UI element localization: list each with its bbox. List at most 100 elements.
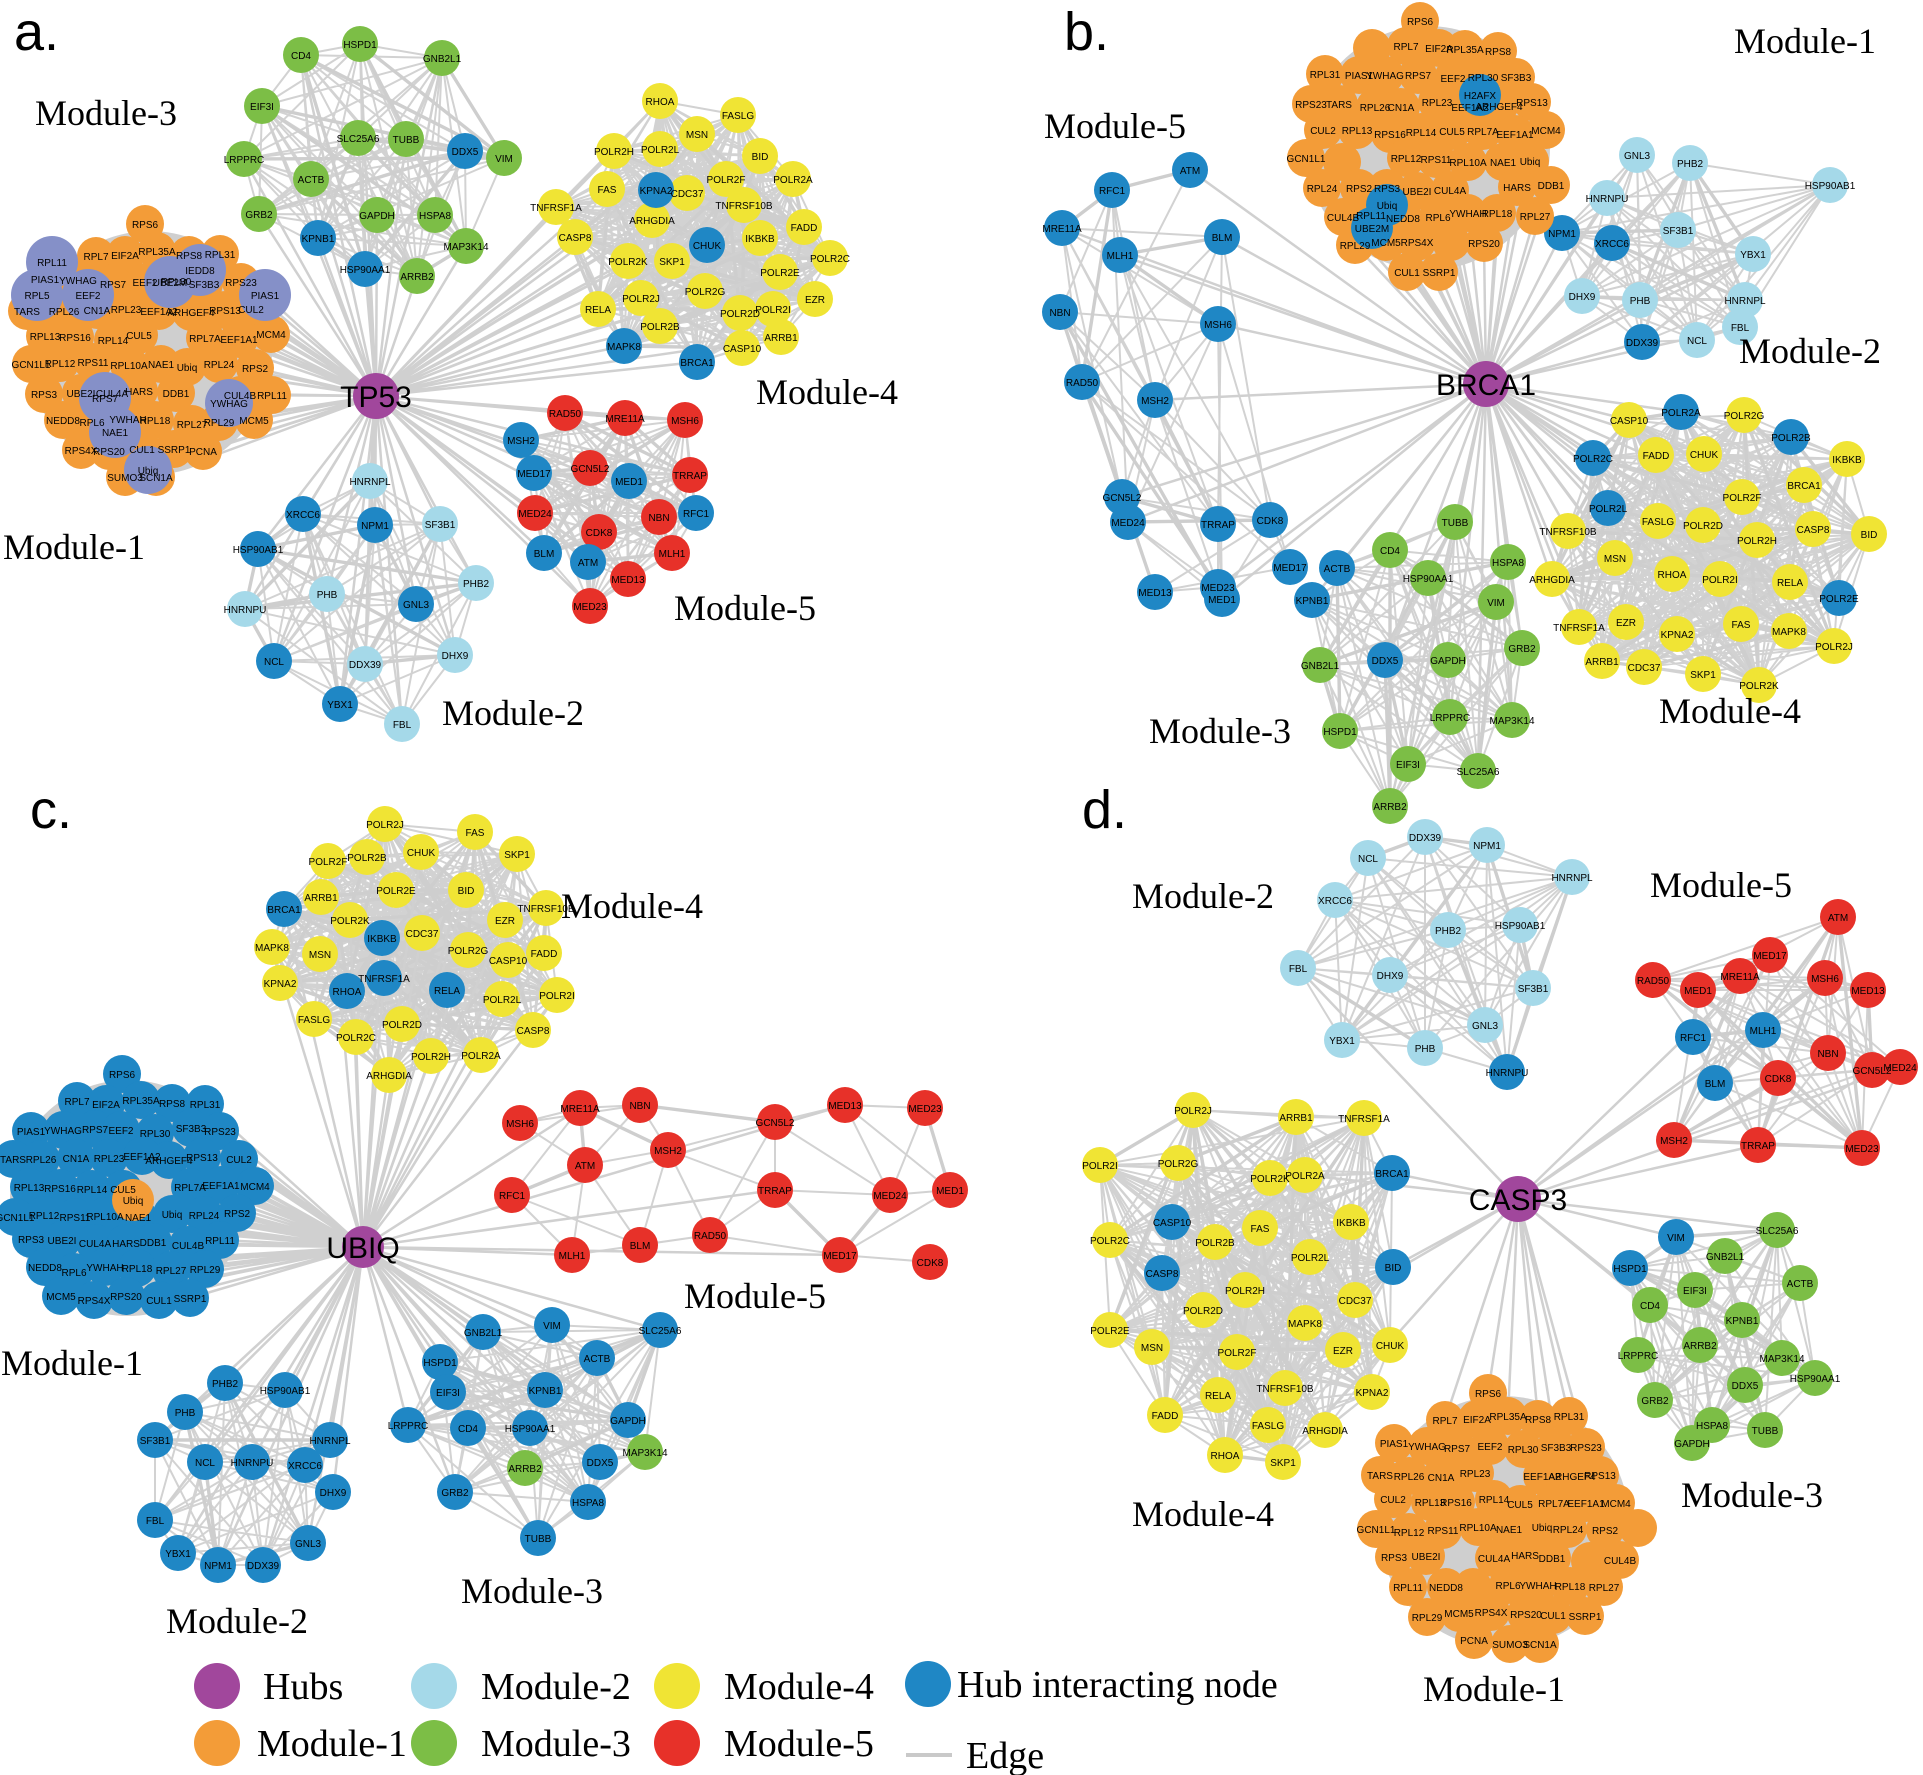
svg-text:MED17: MED17	[517, 469, 551, 480]
svg-text:NBN: NBN	[1049, 308, 1070, 319]
svg-text:HSPD1: HSPD1	[423, 1358, 457, 1369]
svg-text:UBIQ: UBIQ	[326, 1232, 399, 1265]
svg-text:BRCA1: BRCA1	[1787, 481, 1821, 492]
svg-text:HNRNPL: HNRNPL	[1724, 296, 1766, 307]
svg-text:NCL: NCL	[195, 1458, 215, 1469]
svg-text:RHOA: RHOA	[1658, 570, 1687, 581]
svg-text:FASLG: FASLG	[1642, 517, 1674, 528]
svg-text:RPS3: RPS3	[1381, 1553, 1408, 1564]
svg-text:RPS4X: RPS4X	[1475, 1608, 1508, 1619]
svg-text:RPL30: RPL30	[140, 1129, 171, 1140]
svg-text:Module-1: Module-1	[1, 1343, 143, 1383]
svg-text:POLR2G: POLR2G	[1158, 1159, 1199, 1170]
svg-text:ATM: ATM	[1180, 166, 1200, 177]
svg-text:RPL7: RPL7	[83, 252, 108, 263]
svg-text:DHX9: DHX9	[320, 1488, 347, 1499]
svg-text:MED13: MED13	[828, 1101, 862, 1112]
svg-text:POLR2B: POLR2B	[640, 322, 680, 333]
svg-text:Module-3: Module-3	[1149, 711, 1291, 751]
svg-text:MSH6: MSH6	[671, 416, 699, 427]
svg-text:HSP90AA1: HSP90AA1	[505, 1424, 556, 1435]
svg-text:TARS: TARS	[1326, 100, 1352, 111]
svg-text:RPL11: RPL11	[1393, 1583, 1423, 1594]
svg-text:TRRAP: TRRAP	[1741, 1141, 1775, 1152]
svg-text:EIF2A: EIF2A	[1463, 1415, 1491, 1426]
svg-text:ARHGEF4: ARHGEF4	[1548, 1472, 1596, 1483]
svg-text:Ubiq: Ubiq	[138, 466, 159, 477]
svg-text:RPL24: RPL24	[189, 1211, 220, 1222]
svg-text:HARS: HARS	[1511, 1551, 1539, 1562]
svg-text:RPS4X: RPS4X	[1401, 238, 1434, 249]
svg-text:RPL24: RPL24	[1307, 184, 1338, 195]
svg-text:HSPA8: HSPA8	[1492, 558, 1524, 569]
svg-text:RPL6: RPL6	[61, 1268, 86, 1279]
svg-text:YWHAG: YWHAG	[59, 276, 97, 287]
svg-text:MAP3K14: MAP3K14	[443, 242, 488, 253]
svg-text:YWHAG: YWHAG	[44, 1126, 82, 1137]
svg-text:BRCA1: BRCA1	[680, 358, 714, 369]
svg-text:TUBB: TUBB	[1752, 1426, 1779, 1437]
svg-text:ATM: ATM	[575, 1161, 595, 1172]
svg-text:GCN1L1: GCN1L1	[0, 1213, 35, 1224]
svg-text:YBX1: YBX1	[165, 1549, 191, 1560]
svg-text:CDC37: CDC37	[406, 929, 439, 940]
svg-text:Module-1: Module-1	[257, 1723, 407, 1765]
svg-text:RPL30: RPL30	[1508, 1445, 1539, 1456]
svg-text:TARS: TARS	[14, 307, 40, 318]
svg-text:FASLG: FASLG	[298, 1015, 330, 1026]
svg-text:RPS7: RPS7	[92, 394, 119, 405]
svg-text:CD4: CD4	[1380, 546, 1400, 557]
svg-text:RPS8: RPS8	[159, 1099, 186, 1110]
svg-text:POLR2K: POLR2K	[608, 257, 648, 268]
svg-text:MLH1: MLH1	[659, 549, 686, 560]
svg-text:CD4: CD4	[291, 51, 311, 62]
svg-text:RELA: RELA	[1777, 578, 1803, 589]
svg-text:SF3B3: SF3B3	[176, 1124, 207, 1135]
svg-text:RPL7A: RPL7A	[1538, 1499, 1570, 1510]
svg-text:Module-3: Module-3	[35, 93, 177, 133]
svg-text:MAPK8: MAPK8	[255, 943, 289, 954]
svg-text:CUL4B: CUL4B	[1604, 1556, 1637, 1567]
svg-text:DDB1: DDB1	[140, 1238, 167, 1249]
svg-text:YWHAH: YWHAH	[86, 1263, 123, 1274]
svg-text:DDX5: DDX5	[1732, 1381, 1759, 1392]
svg-text:DHX9: DHX9	[1377, 971, 1404, 982]
svg-text:ARRB1: ARRB1	[1279, 1113, 1313, 1124]
svg-text:CASP8: CASP8	[1797, 525, 1830, 536]
svg-text:RPS16: RPS16	[59, 333, 91, 344]
svg-text:TARS: TARS	[1367, 1471, 1393, 1482]
svg-text:POLR2B: POLR2B	[1195, 1238, 1235, 1249]
svg-text:POLR2L: POLR2L	[483, 995, 522, 1006]
svg-text:YBX1: YBX1	[1329, 1036, 1355, 1047]
svg-text:RPL23: RPL23	[1460, 1469, 1491, 1480]
svg-text:CUL4A: CUL4A	[1434, 186, 1467, 197]
svg-text:RPS13: RPS13	[1516, 98, 1548, 109]
svg-text:MAP3K14: MAP3K14	[622, 1448, 667, 1459]
svg-text:CUL4A: CUL4A	[96, 389, 129, 400]
svg-text:EIF3I: EIF3I	[436, 1388, 460, 1399]
svg-text:BID: BID	[1861, 530, 1878, 541]
svg-text:POLR2C: POLR2C	[1090, 1236, 1130, 1247]
svg-text:MED13: MED13	[611, 575, 645, 586]
svg-text:SSRP1: SSRP1	[174, 1294, 207, 1305]
svg-text:NEDD8: NEDD8	[1429, 1583, 1463, 1594]
svg-text:FBL: FBL	[146, 1516, 165, 1527]
svg-text:CHUK: CHUK	[693, 241, 722, 252]
svg-text:POLR2F: POLR2F	[707, 175, 746, 186]
svg-text:MED24: MED24	[518, 509, 552, 520]
svg-text:RPL24: RPL24	[204, 360, 235, 371]
svg-text:KPNA2: KPNA2	[264, 979, 297, 990]
svg-text:RPS23: RPS23	[1570, 1443, 1602, 1454]
svg-text:RPS20: RPS20	[1468, 239, 1500, 250]
svg-text:POLR2I: POLR2I	[1082, 1161, 1118, 1172]
svg-text:TUBB: TUBB	[1442, 518, 1469, 529]
svg-text:NAE1: NAE1	[125, 1213, 152, 1224]
svg-text:RPL11: RPL11	[1356, 211, 1386, 222]
svg-text:RPL12: RPL12	[1391, 154, 1422, 165]
svg-text:POLR2K: POLR2K	[1739, 681, 1779, 692]
svg-text:RPS2: RPS2	[224, 1209, 251, 1220]
svg-text:NEDD8: NEDD8	[28, 1263, 62, 1274]
svg-text:CUL4B: CUL4B	[172, 1241, 205, 1252]
svg-text:Module-1: Module-1	[1734, 21, 1876, 61]
svg-text:RPL13: RPL13	[1415, 1498, 1446, 1509]
